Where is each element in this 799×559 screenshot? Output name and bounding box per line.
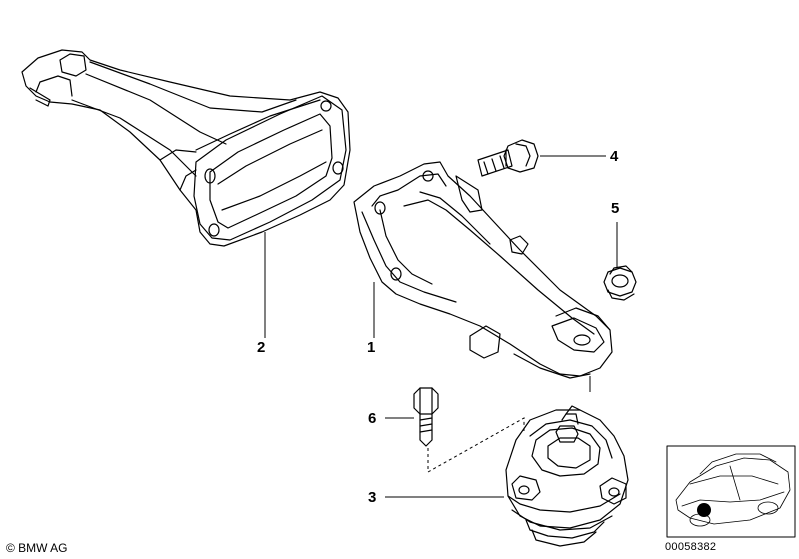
- callout-6: 6: [368, 410, 377, 427]
- callout-4: 4: [610, 148, 619, 165]
- callout-2: 2: [257, 339, 266, 356]
- locator-inset: [666, 445, 796, 538]
- engine-mount-part-3: [505, 405, 629, 547]
- diagram-number: 00058382: [665, 541, 717, 553]
- hex-bolt-part-4: [477, 139, 539, 177]
- assembly-dash-line: [427, 417, 525, 473]
- callout-5: 5: [611, 200, 620, 217]
- support-bracket-part-2: [21, 49, 351, 247]
- hex-bolt-part-6: [413, 387, 439, 447]
- callout-1: 1: [367, 339, 376, 356]
- engine-bracket-part-1: [353, 161, 613, 379]
- locator-dot: [697, 503, 711, 517]
- copyright-label: © BMW AG: [6, 541, 68, 555]
- callout-3: 3: [368, 489, 377, 506]
- collar-nut-part-5: [603, 265, 637, 301]
